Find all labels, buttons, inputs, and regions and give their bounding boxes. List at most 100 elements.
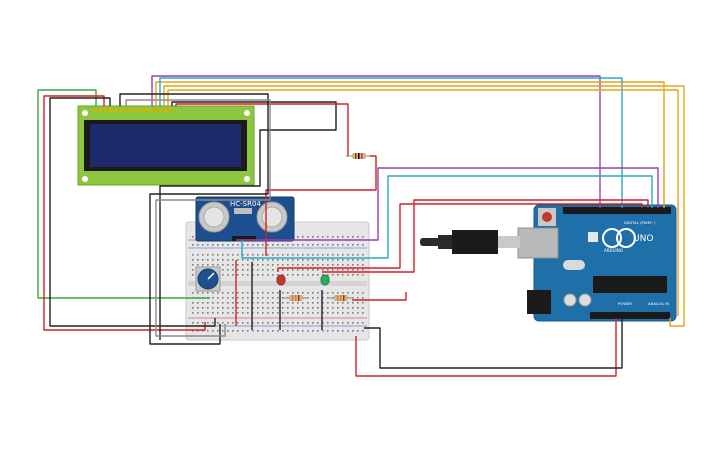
breadboard-hole [322,259,324,261]
wire-purple[interactable] [236,167,659,241]
breadboard-hole [287,244,289,246]
breadboard-hole [277,297,279,299]
breadboard-hole [342,322,344,324]
arduino-uno[interactable]: UNO ARDUINO DIGITAL (PWM~) POWER ANALOG … [517,204,677,322]
breadboard-hole [302,274,304,276]
breadboard-hole [237,330,239,332]
resistor-green-led[interactable] [328,295,353,301]
breadboard-hole [247,330,249,332]
breadboard-hole [332,254,334,256]
wire-black[interactable] [119,93,269,345]
breadboard-hole [287,312,289,314]
breadboard-hole [307,292,309,294]
breadboard-hole [297,292,299,294]
led-red[interactable] [276,274,286,286]
potentiometer[interactable] [195,266,221,292]
breadboard-hole [267,244,269,246]
wire-red[interactable] [322,199,649,273]
breadboard-hole [322,330,324,332]
wire-red[interactable] [265,155,377,256]
wire-orange[interactable] [163,85,685,327]
wire-cyan[interactable] [241,175,653,259]
lcd-pin [159,108,162,112]
breadboard-hole [272,274,274,276]
breadboard-hole [232,322,234,324]
lcd-pin-header [94,108,172,112]
wire-red[interactable] [277,203,643,272]
breadboard-hole [267,264,269,266]
breadboard-hole [262,307,264,309]
breadboard-hole [217,259,219,261]
breadboard-hole [237,274,239,276]
breadboard-hole [212,312,214,314]
breadboard-hole [347,236,349,238]
breadboard-hole [297,254,299,256]
breadboard-hole [317,259,319,261]
breadboard-hole [357,292,359,294]
breadboard-hole [217,244,219,246]
led-green[interactable] [320,274,330,286]
breadboard-hole [307,259,309,261]
breadboard-hole [307,264,309,266]
breadboard-hole [307,312,309,314]
breadboard-hole [327,302,329,304]
lcd-pin [104,108,107,112]
capacitor [563,293,577,307]
breadboard-hole [342,312,344,314]
breadboard-hole [297,307,299,309]
resistor-lcd[interactable] [346,153,370,159]
breadboard-hole [312,312,314,314]
breadboard-hole [257,244,259,246]
breadboard-hole [332,269,334,271]
breadboard-hole [322,264,324,266]
breadboard-hole [202,302,204,304]
breadboard-hole [287,254,289,256]
resistor-red-led[interactable] [283,295,308,301]
breadboard-hole [277,302,279,304]
breadboard-hole [247,274,249,276]
wire-black[interactable] [49,97,216,327]
breadboard-hole [262,264,264,266]
breadboard-hole [262,302,264,304]
wire-orange[interactable] [167,89,679,316]
breadboard-hole [222,322,224,324]
power-jack [527,290,551,314]
breadboard-hole [362,264,364,266]
reset-button[interactable] [542,212,552,222]
wire-gray[interactable] [125,99,271,337]
breadboard-hole [302,269,304,271]
breadboard-hole [312,236,314,238]
breadboard-hole [222,297,224,299]
breadboard-hole [282,244,284,246]
breadboard-hole [342,330,344,332]
breadboard-hole [242,322,244,324]
wire-black[interactable] [364,318,623,369]
breadboard-hole [277,307,279,309]
breadboard-hole [292,259,294,261]
breadboard-hole [352,330,354,332]
wire-red[interactable] [352,292,407,301]
breadboard-hole [212,297,214,299]
breadboard-hole [327,312,329,314]
breadboard-hole [217,292,219,294]
arduino-logo-icon [602,228,622,248]
breadboard-hole [287,259,289,261]
breadboard-hole [317,292,319,294]
breadboard-hole [267,259,269,261]
wire-purple[interactable] [151,75,601,208]
breadboard-hole [357,322,359,324]
wire-black[interactable] [159,101,337,340]
breadboard-hole [222,292,224,294]
wire-cyan[interactable] [159,77,623,208]
lcd-display[interactable] [77,105,255,186]
ultrasonic-sensor[interactable]: HC-SR04 [195,196,295,242]
wire-red[interactable] [355,318,617,377]
breadboard-hole [312,259,314,261]
wire-red[interactable] [175,103,349,156]
crystal [563,260,585,270]
breadboard-hole [357,236,359,238]
breadboard-hole [337,292,339,294]
breadboard-hole [312,274,314,276]
breadboard-hole [332,244,334,246]
